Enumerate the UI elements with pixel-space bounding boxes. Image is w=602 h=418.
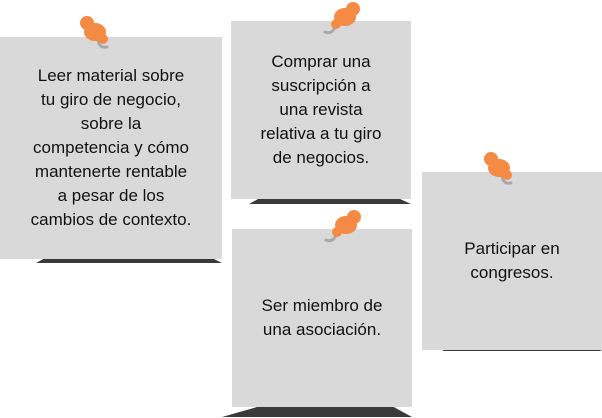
push-pin-icon — [324, 210, 361, 243]
note-3-shadow — [222, 405, 412, 417]
note-3-text: Ser miembro de una asociación. — [261, 296, 383, 339]
note-4: Participar en congresos. — [422, 172, 602, 350]
note-2-text: Comprar una suscripción a una revista re… — [260, 52, 382, 167]
note-3: Ser miembro de una asociación. — [232, 229, 412, 407]
push-pin-icon — [484, 152, 513, 185]
push-pin-icon — [323, 2, 360, 35]
note-4-text: Participar en congresos. — [464, 239, 560, 282]
note-1-text: Leer material sobre tu giro de negocio, … — [30, 66, 192, 229]
note-1: Leer material sobre tu giro de negocio, … — [0, 37, 222, 259]
push-pin-icon — [80, 16, 109, 49]
note-2: Comprar una suscripción a una revista re… — [231, 21, 411, 199]
